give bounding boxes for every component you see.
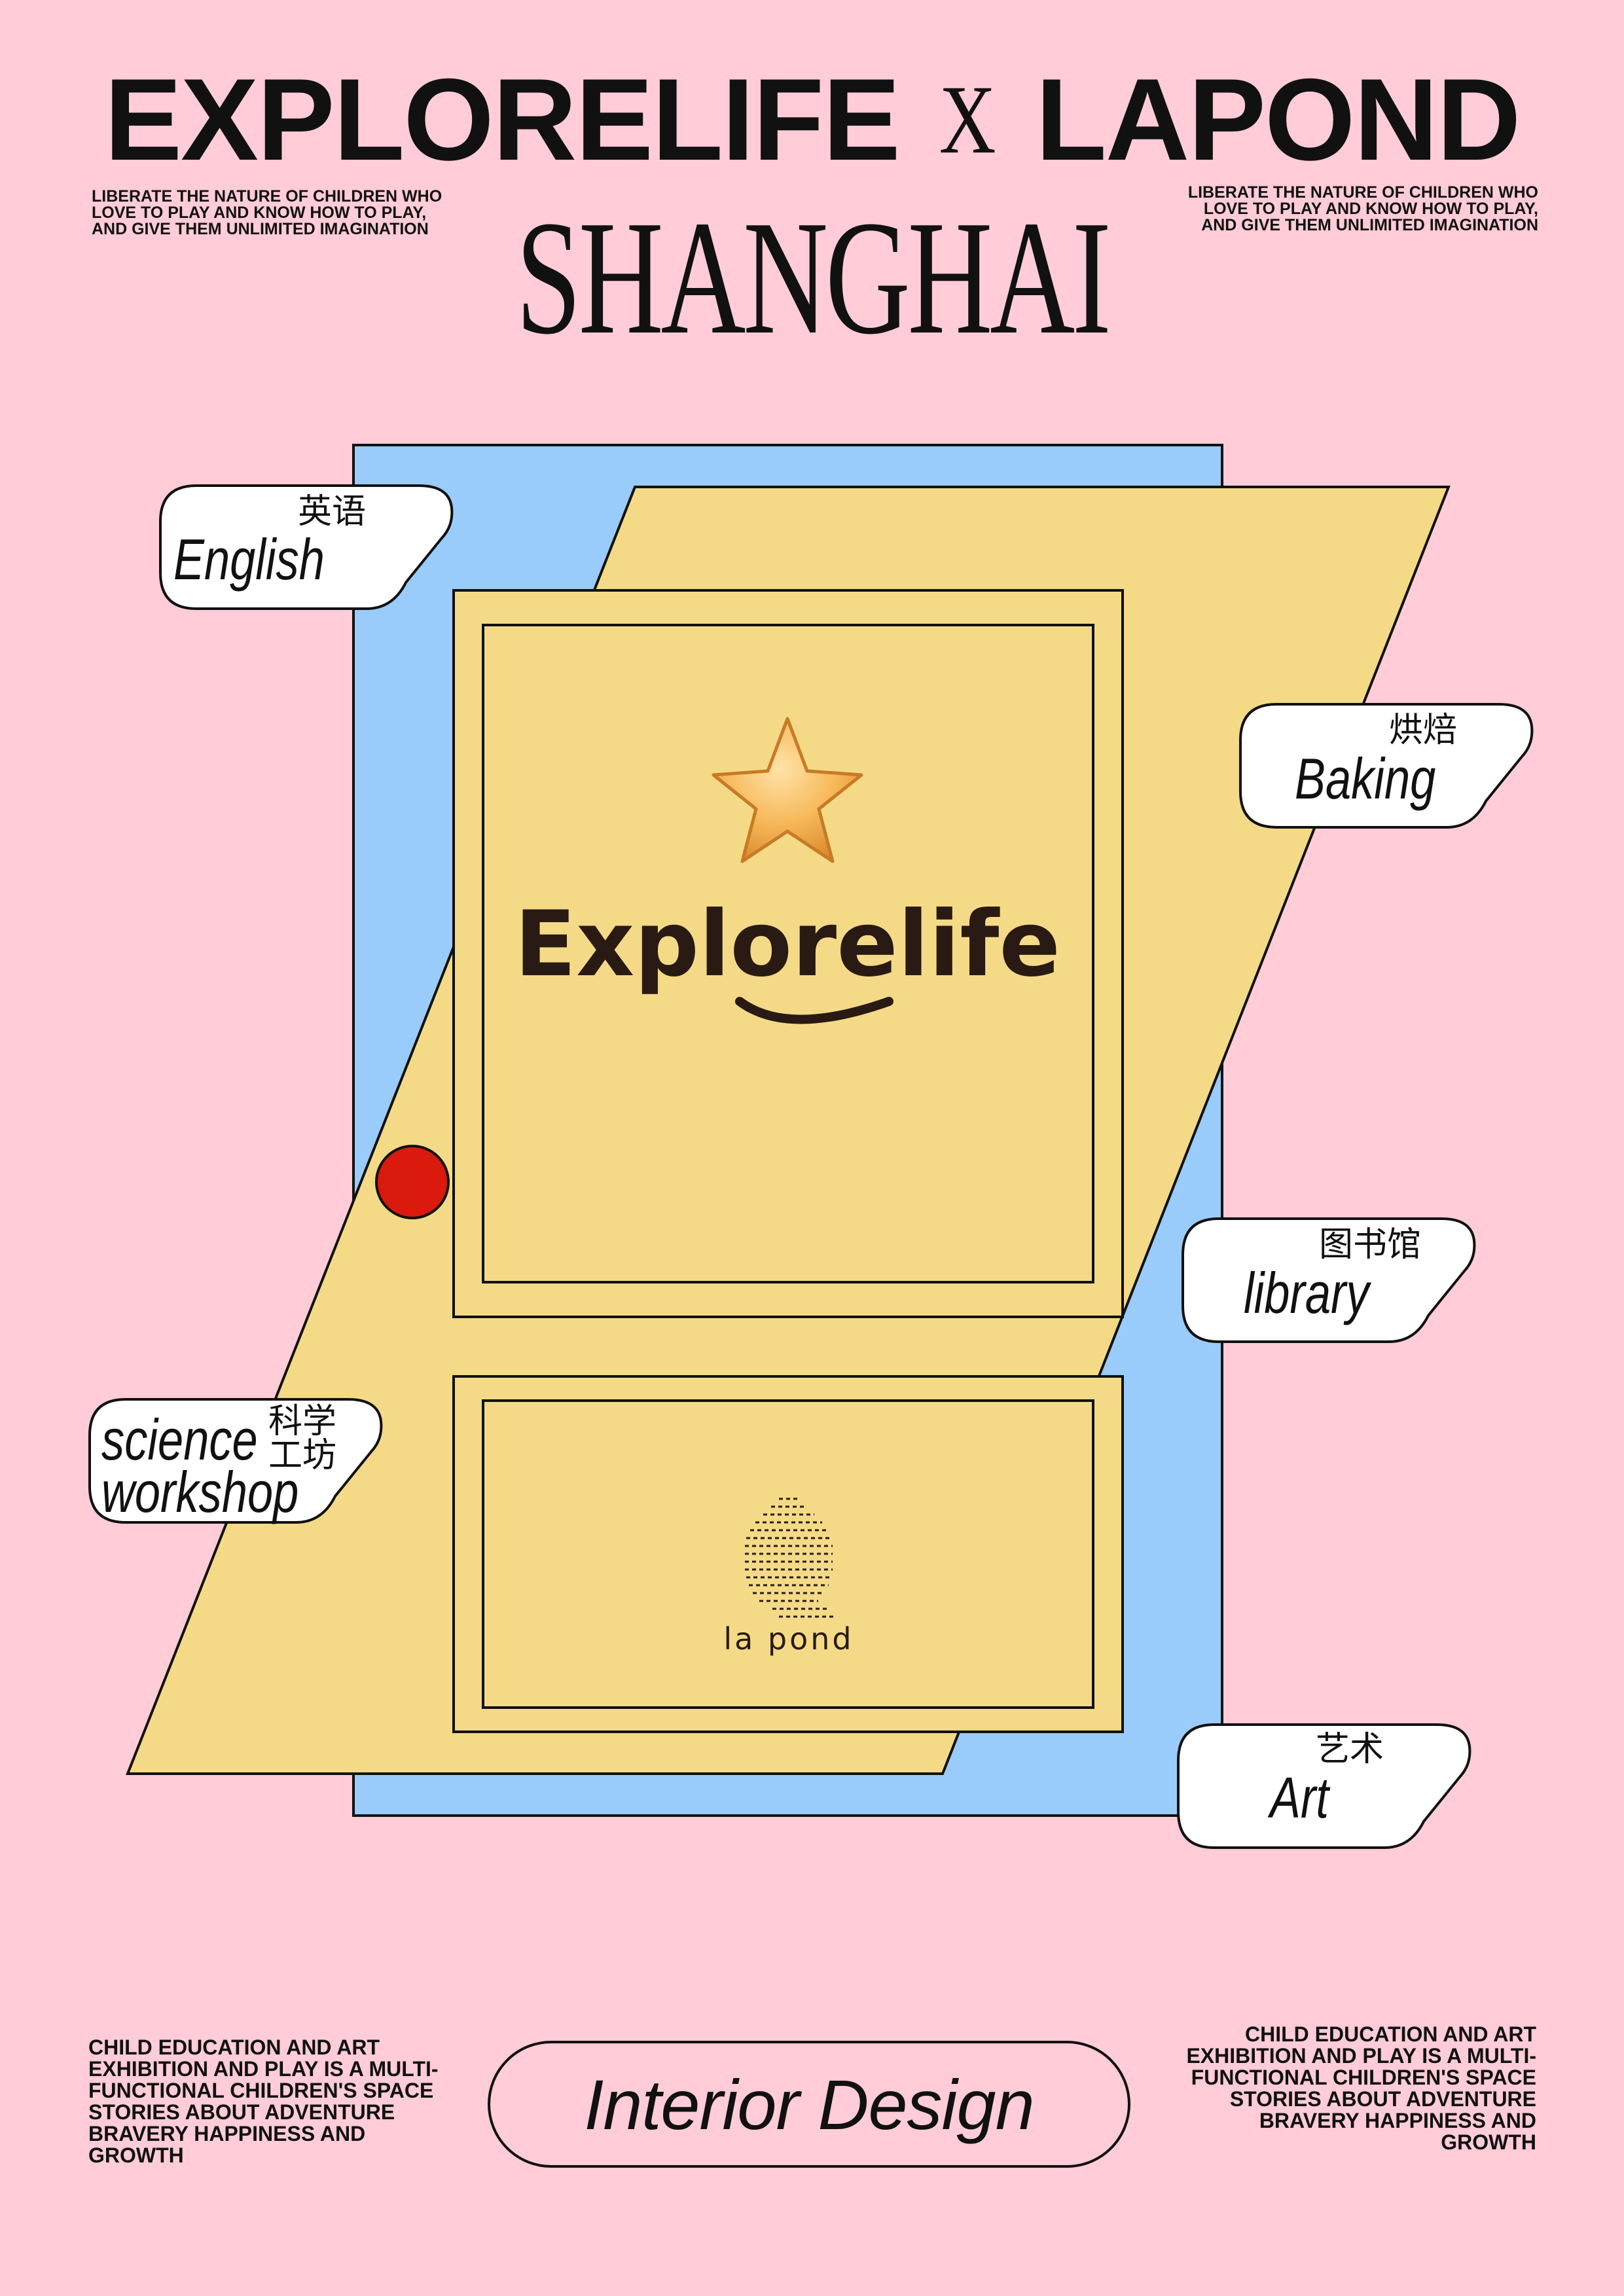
explorelife-logo: Explorelife	[514, 891, 1060, 997]
lapond-logo-text: la pond	[723, 1621, 854, 1657]
tagline-left: LIBERATE THE NATURE OF CHILDREN WHO LOVE…	[92, 187, 442, 238]
tag-science-en-2: workshop	[101, 1460, 299, 1524]
tag-art-cn: 艺术	[1316, 1730, 1384, 1769]
tag-baking-cn: 烘焙	[1389, 711, 1458, 750]
smile-icon	[735, 997, 893, 1024]
tag-baking-shape	[1239, 703, 1534, 829]
city-title: SHANGHAI	[515, 187, 1111, 368]
brand-connector: X	[939, 65, 996, 174]
tag-library-en: library	[1244, 1261, 1369, 1325]
tag-science-cn-2: 工坊	[268, 1436, 337, 1475]
tag-science-shape	[88, 1398, 383, 1524]
door-knob	[375, 1145, 450, 1219]
footer-description-right: CHILD EDUCATION AND ART EXHIBITION AND P…	[1186, 2022, 1536, 2154]
tag-english-cn: 英语	[298, 492, 367, 531]
tag-baking-en: Baking	[1295, 746, 1436, 811]
star-icon	[712, 717, 863, 863]
tagline-right: LIBERATE THE NATURE OF CHILDREN WHO LOVE…	[1187, 183, 1538, 234]
tag-english-shape	[159, 484, 454, 610]
tag-science-cn-1: 科学	[268, 1402, 337, 1441]
tag-library-shape	[1182, 1217, 1476, 1343]
interior-design-pill: Interior Design	[488, 2041, 1130, 2168]
tag-library-cn: 图书馆	[1319, 1225, 1422, 1265]
tag-art-shape	[1177, 1723, 1471, 1849]
brand-lapond: LAPOND	[1036, 54, 1521, 185]
tag-english-en: English	[173, 527, 325, 592]
tag-art-en: Art	[1270, 1765, 1329, 1830]
poster-title: EXPLORELIFE X LAPOND	[0, 52, 1624, 185]
brand-explorelife: EXPLORELIFE	[104, 54, 900, 185]
tag-science-en-1: science	[101, 1407, 258, 1472]
footer-description-left: CHILD EDUCATION AND ART EXHIBITION AND P…	[88, 2036, 439, 2167]
lapond-tree-icon	[745, 1498, 835, 1618]
